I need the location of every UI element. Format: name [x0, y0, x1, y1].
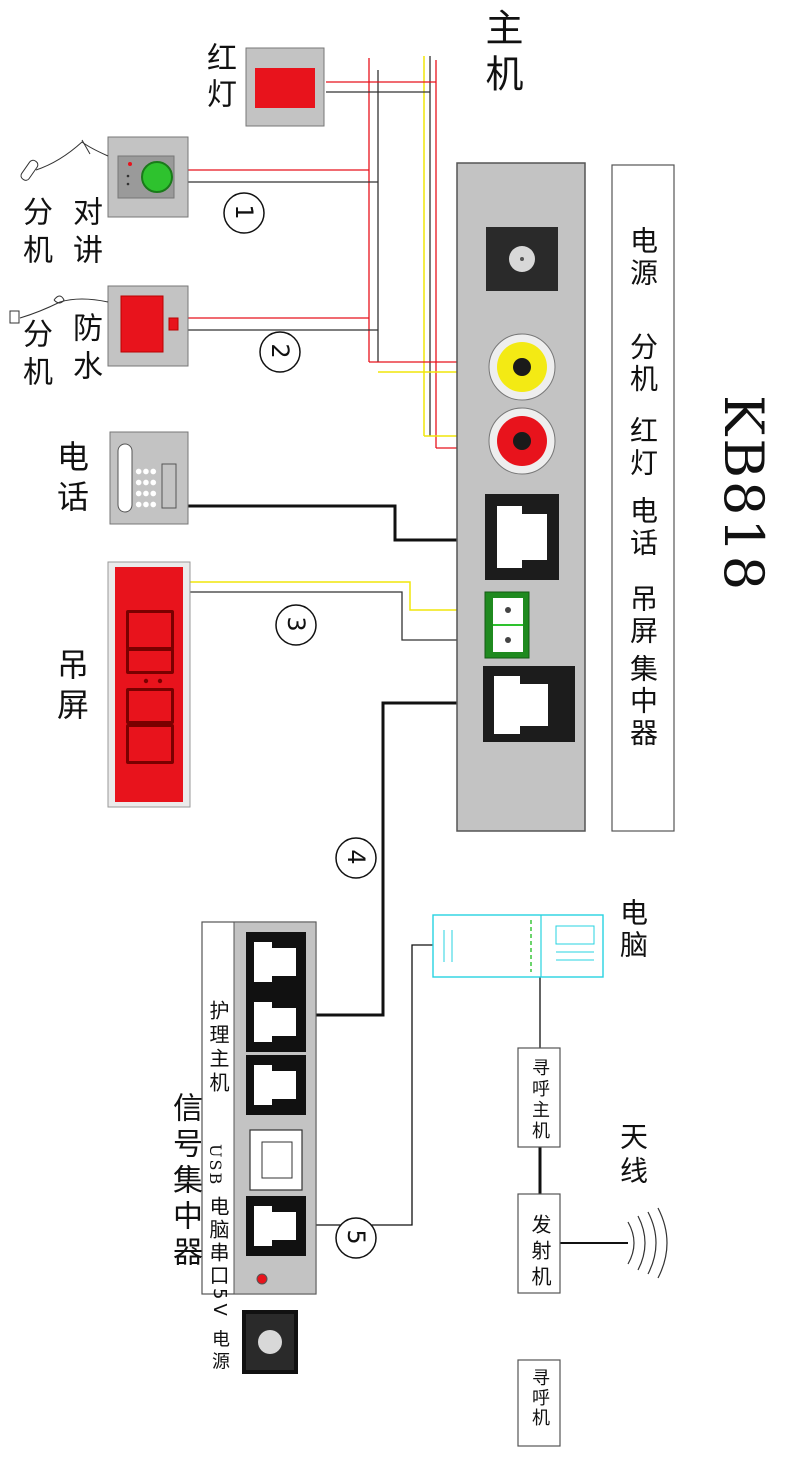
computer-case — [432, 914, 604, 978]
label-concentrator: 集中器 — [626, 654, 659, 750]
antenna-wave-2 — [637, 1215, 646, 1271]
marker-5-circle — [335, 1217, 377, 1259]
pager-host-box — [517, 1047, 561, 1148]
rj-phone-opening — [497, 506, 547, 568]
pager-host-label: 寻呼主机 — [529, 1058, 550, 1142]
nursing-port-1-opening — [254, 942, 296, 982]
marker-5: 5 — [342, 1229, 370, 1245]
antenna-wave-1 — [627, 1221, 635, 1265]
red-light-lamp — [255, 68, 315, 108]
label-red-light: 红灯 — [626, 416, 659, 480]
red-light-device — [245, 47, 325, 127]
intercom-led — [128, 162, 132, 166]
host-label-box — [611, 164, 675, 832]
screen-display — [115, 567, 183, 802]
nursing-port-2-opening — [254, 1002, 296, 1042]
marker-3-circle — [275, 604, 317, 646]
screen-digit-2 — [126, 648, 174, 674]
phone-label: 电话 — [52, 440, 90, 520]
antenna-label: 天线 — [616, 1122, 649, 1190]
rca-yellow-center — [513, 358, 531, 376]
concentrator-title: 信号集中器 — [167, 1092, 202, 1272]
hanging-screen-label: 吊屏 — [52, 648, 90, 728]
waterproof-pull-handle[interactable] — [9, 310, 20, 324]
phone-display — [161, 463, 177, 509]
waterproof-label-line2: 分机 — [17, 318, 52, 394]
intercom-cord — [35, 141, 109, 171]
label-power: 电源 — [626, 226, 659, 290]
usb-label: USB — [206, 1144, 225, 1187]
antenna-wave-4 — [657, 1207, 668, 1279]
antenna-icon — [627, 1207, 668, 1279]
marker-4: 4 — [342, 849, 370, 865]
hanging-screen — [107, 561, 191, 808]
screen-digit-4 — [126, 724, 174, 764]
waterproof-cord-loop — [53, 295, 65, 304]
usb-port[interactable] — [249, 1129, 303, 1191]
marker-1: 1 — [230, 204, 258, 220]
usb-port-inner — [261, 1141, 293, 1179]
terminal-screw-2 — [505, 637, 511, 643]
screen-colon-2 — [157, 678, 163, 684]
power-led — [256, 1273, 268, 1285]
intercom-call-button[interactable] — [141, 161, 173, 193]
screen-wire-yellow — [190, 581, 500, 611]
marker-4-circle — [335, 837, 377, 879]
transmitter-box — [517, 1193, 561, 1294]
intercom-dot-2 — [126, 182, 130, 186]
screen-digit-1 — [126, 610, 174, 650]
marker-2-circle — [259, 331, 301, 373]
diagram-title: KB818 — [712, 395, 775, 594]
terminal-screw-1 — [505, 607, 511, 613]
phone-handset[interactable] — [117, 443, 133, 513]
label-phone: 电话 — [626, 496, 659, 560]
marker-3: 3 — [282, 616, 310, 632]
serial-port-label: 电脑串口 — [206, 1196, 230, 1288]
intercom-extension — [19, 136, 189, 218]
phone-keypad[interactable] — [135, 466, 157, 510]
waterproof-cord — [19, 298, 109, 319]
intercom-pull-handle[interactable] — [19, 159, 39, 182]
screen-colon-1 — [143, 678, 149, 684]
label-hanging-screen: 吊屏 — [626, 584, 659, 648]
rj-concentrator-opening — [494, 676, 548, 734]
transmitter-label: 发射机 — [528, 1214, 552, 1292]
power-jack-pin — [520, 257, 524, 261]
connection-markers — [223, 192, 377, 1259]
rca-red-center — [513, 432, 531, 450]
intercom-label-line1: 对讲 — [67, 196, 102, 272]
serial-port-opening — [254, 1206, 296, 1246]
waterproof-led — [168, 317, 179, 331]
power-jack-socket — [258, 1330, 282, 1354]
power-5v-label: 5V 电源 — [209, 1288, 230, 1374]
screen-wire-dark — [190, 591, 500, 641]
pager-box — [517, 1359, 561, 1447]
marker-1-circle — [223, 192, 265, 234]
nursing-host-label: 护理主机 — [206, 1000, 230, 1096]
red-light-label: 红灯 — [201, 42, 236, 114]
computer-drive — [555, 925, 595, 945]
concentrator-power-jack[interactable] — [242, 1310, 298, 1374]
intercom-label-line2: 分机 — [17, 196, 52, 272]
waterproof-extension — [9, 285, 189, 367]
intercom-dot-1 — [126, 174, 130, 178]
marker-2: 2 — [266, 343, 294, 359]
host-panel — [456, 162, 586, 832]
pager-label: 寻呼机 — [529, 1368, 550, 1428]
intercom-cord-knot — [81, 139, 91, 155]
host-label: 主机 — [479, 8, 523, 100]
nursing-port-3-opening — [254, 1065, 296, 1105]
antenna-wave-3 — [647, 1211, 657, 1275]
waterproof-call-button[interactable] — [120, 295, 164, 353]
concentrator-cable — [285, 701, 525, 1017]
computer — [432, 914, 604, 978]
screen-digit-3 — [126, 688, 174, 724]
waterproof-label-line1: 防水 — [67, 312, 102, 388]
label-extension: 分机 — [626, 332, 659, 396]
signal-concentrator — [201, 921, 317, 1295]
computer-label: 电脑 — [616, 898, 649, 962]
host-panel-label-list: 电源 分机 红灯 电话 吊屏 集中器 — [618, 186, 668, 826]
